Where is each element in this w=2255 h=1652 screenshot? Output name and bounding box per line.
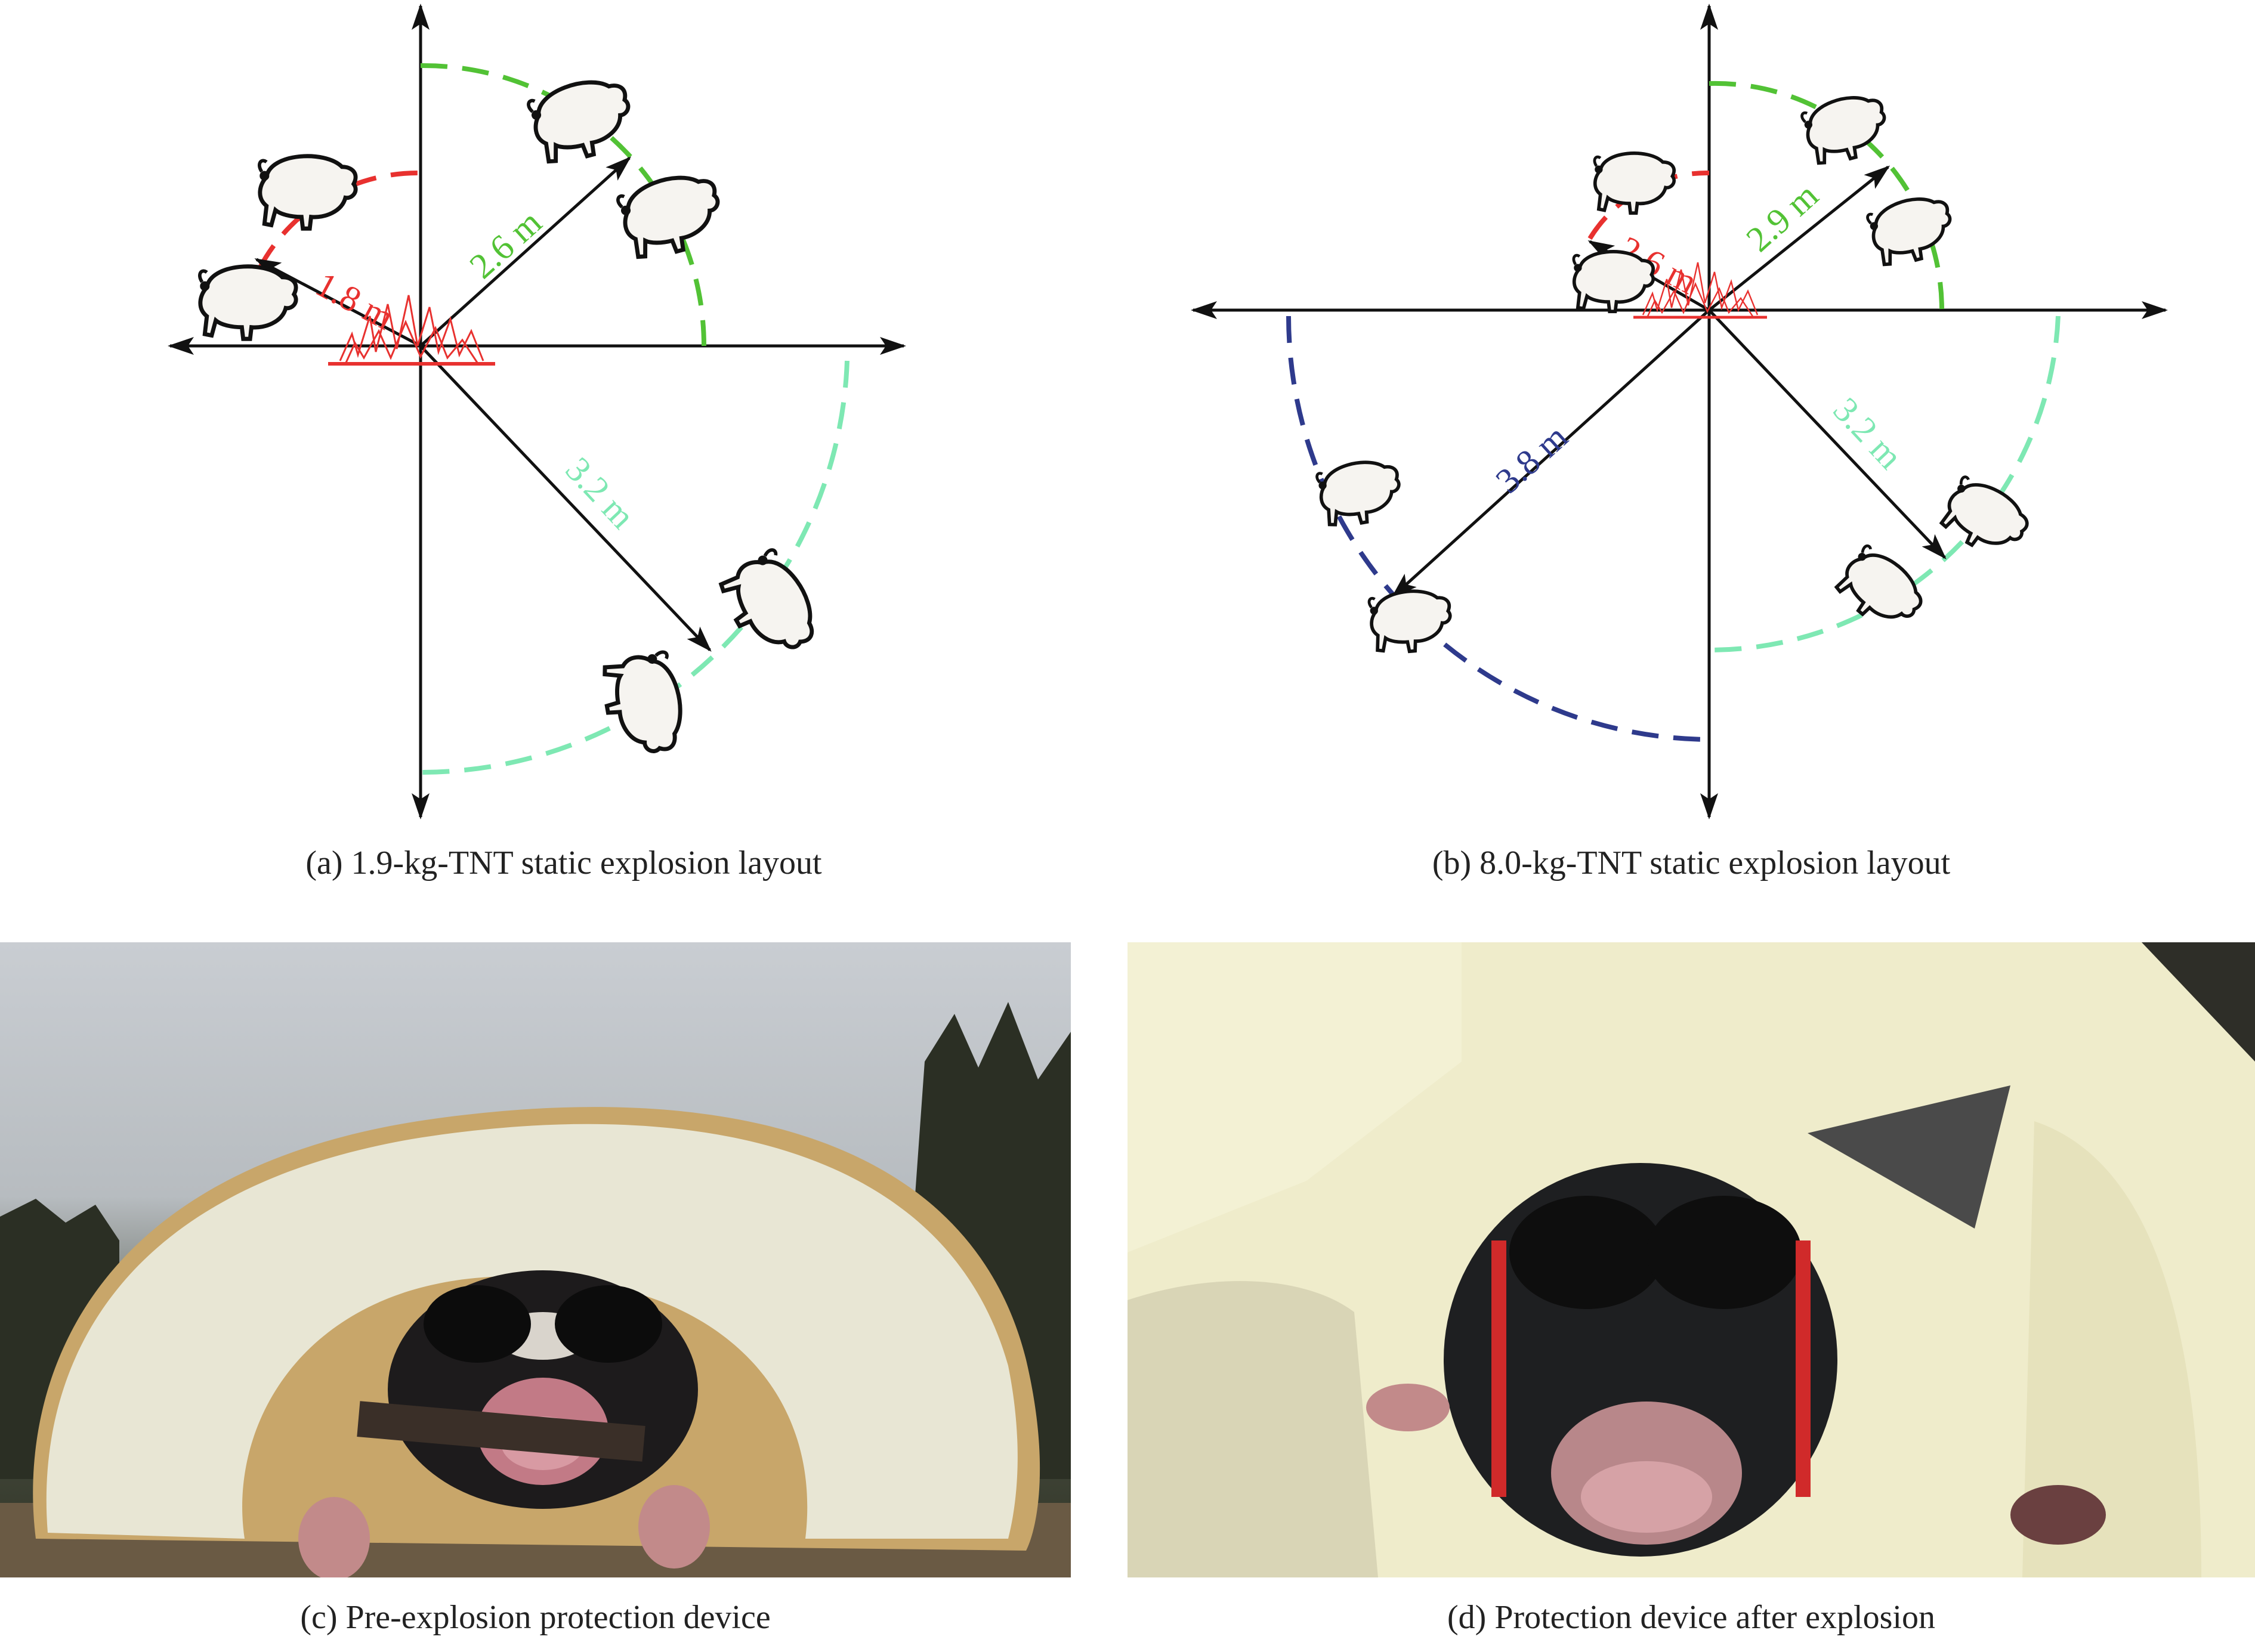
pig-icon [1316, 456, 1405, 529]
pig-icon [715, 546, 826, 666]
distance-label-3: 3.2 m [558, 450, 642, 536]
pig-icon [1866, 191, 1959, 269]
arc-blue [1286, 315, 1710, 742]
panel-b-axes [1191, 4, 2168, 819]
arc-cyan [420, 360, 850, 775]
distance-label-4: 3.8 m [1488, 417, 1576, 500]
pig-icon [616, 168, 727, 262]
pig-icon [1574, 252, 1653, 311]
pig-icon [1369, 588, 1453, 655]
panel-b-arrows [1391, 165, 1947, 598]
distance-label-2: 2.9 m [1739, 175, 1826, 259]
photo-pre-explosion [0, 942, 1071, 1577]
pig-icon [600, 651, 688, 758]
panel-b-caption: (b) 8.0-kg-TNT static explosion layout [1432, 844, 1951, 881]
pig-icon [200, 267, 296, 339]
arc-cyan [1709, 315, 2061, 653]
panel-c-caption: (c) Pre-explosion protection device [300, 1599, 771, 1636]
panel-a: 1.8 m 2.6 m 3.2 m (a) 1.9-kg-TNT static … [0, 0, 1128, 895]
distance-label-1: 1.8 m [310, 264, 400, 337]
panel-a-diagram: 1.8 m 2.6 m 3.2 m [168, 4, 906, 819]
distance-label-3: 3.2 m [1825, 390, 1910, 477]
pig-icon [526, 72, 638, 167]
panel-a-axes [168, 4, 906, 819]
panel-d: (d) Protection device after explosion [1128, 942, 2255, 1652]
panel-c: (c) Pre-explosion protection device [0, 942, 1128, 1652]
photo-after-explosion [1128, 942, 2255, 1577]
arc-green [1709, 81, 1944, 311]
panel-d-caption: (d) Protection device after explosion [1447, 1599, 1935, 1636]
panel-a-caption: (a) 1.9-kg-TNT static explosion layout [305, 844, 822, 881]
pig-icon [260, 156, 356, 228]
arc-green [420, 63, 706, 347]
pig-icon [1595, 153, 1674, 213]
panel-b: 2.6 m 2.9 m 3.2 m 3.8 m (b) 8.0-kg-TNT s… [1128, 0, 2255, 895]
arc-red [1587, 170, 1710, 240]
panel-b-diagram: 2.6 m 2.9 m 3.2 m 3.8 m [1191, 4, 2168, 819]
distance-label-2: 2.6 m [462, 202, 549, 286]
